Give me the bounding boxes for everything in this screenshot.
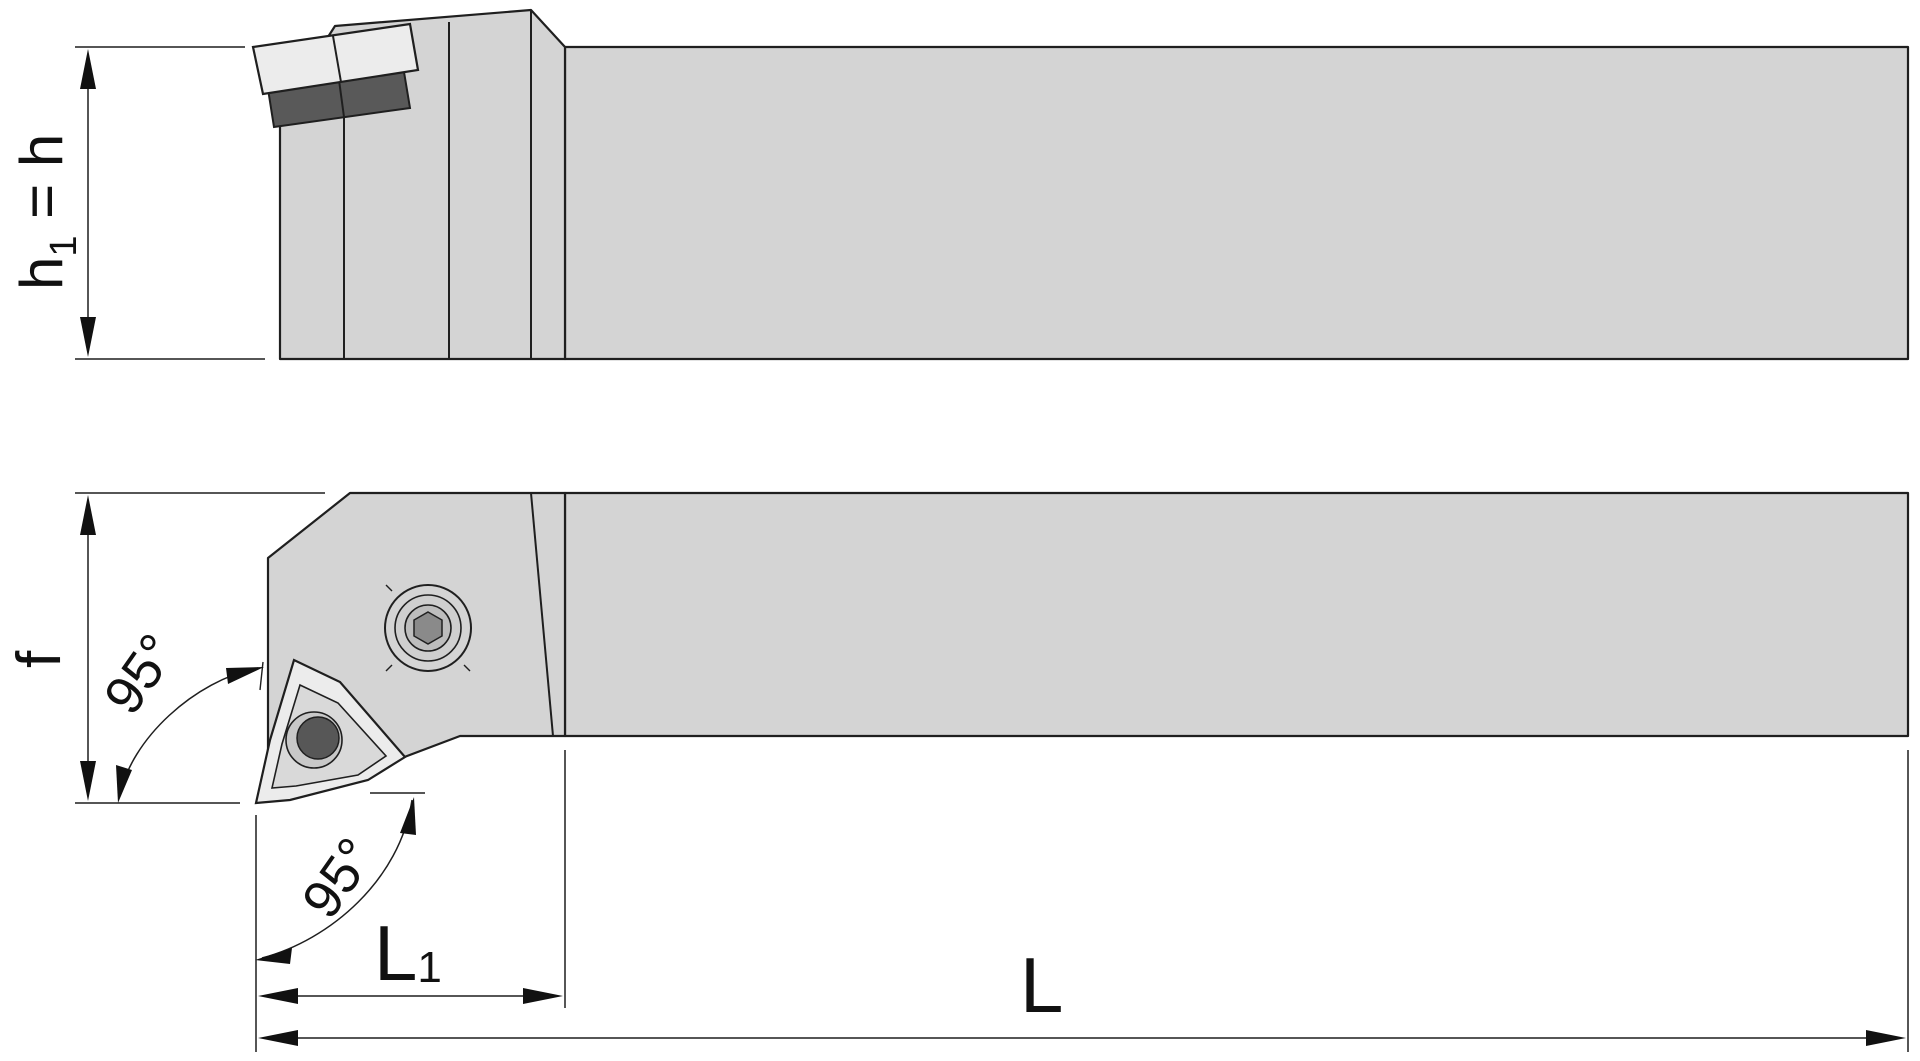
- angle-top-arrow-1: [226, 667, 264, 684]
- h-arrow-bottom: [80, 317, 96, 357]
- angle-top-arrow-2: [116, 765, 132, 803]
- angle-top-label: 95°: [93, 624, 189, 725]
- height-label: h1 = h: [8, 134, 85, 290]
- angle-bottom-arrow-1: [400, 797, 416, 835]
- clamp-screw-hex-socket: [413, 611, 443, 645]
- clamp-screw-tick-3: [385, 664, 393, 672]
- angle-bottom-label: 95°: [291, 828, 387, 929]
- overall-length-label: L: [1020, 941, 1063, 1029]
- head-length-label-main: L: [374, 909, 417, 997]
- l-arrow-left: [258, 1030, 298, 1046]
- side-shank: [563, 45, 1910, 361]
- head-length-label-subscript: 1: [417, 943, 441, 992]
- head-length-label: L1: [374, 909, 442, 997]
- side-insert-split: [332, 35, 342, 83]
- l1-arrow-right: [523, 988, 563, 1004]
- height-label-rest: = h: [8, 134, 75, 236]
- height-label-subscript: 1: [43, 235, 85, 256]
- f-arrow-bottom: [80, 761, 96, 801]
- plan-shank: [563, 491, 1910, 738]
- plan-head-edge-1: [530, 492, 554, 737]
- insert-hole: [296, 716, 340, 760]
- l1-arrow-left: [258, 988, 298, 1004]
- clamp-screw-tick-2: [463, 664, 471, 672]
- height-label-main: h: [8, 257, 75, 290]
- f-arrow-top: [80, 495, 96, 535]
- side-insert: [251, 22, 420, 96]
- h-arrow-top: [80, 49, 96, 89]
- offset-label: f: [5, 650, 74, 668]
- angle-bottom-arrow-2: [255, 948, 292, 964]
- l-arrow-right: [1866, 1030, 1906, 1046]
- angle-top-reference-line: [259, 661, 264, 691]
- side-view: h1 = h: [8, 8, 1910, 361]
- clamp-screw-tick-1: [385, 584, 393, 592]
- side-shim-split: [338, 79, 345, 118]
- plan-view: f 95° 95° L1 L: [5, 491, 1910, 1052]
